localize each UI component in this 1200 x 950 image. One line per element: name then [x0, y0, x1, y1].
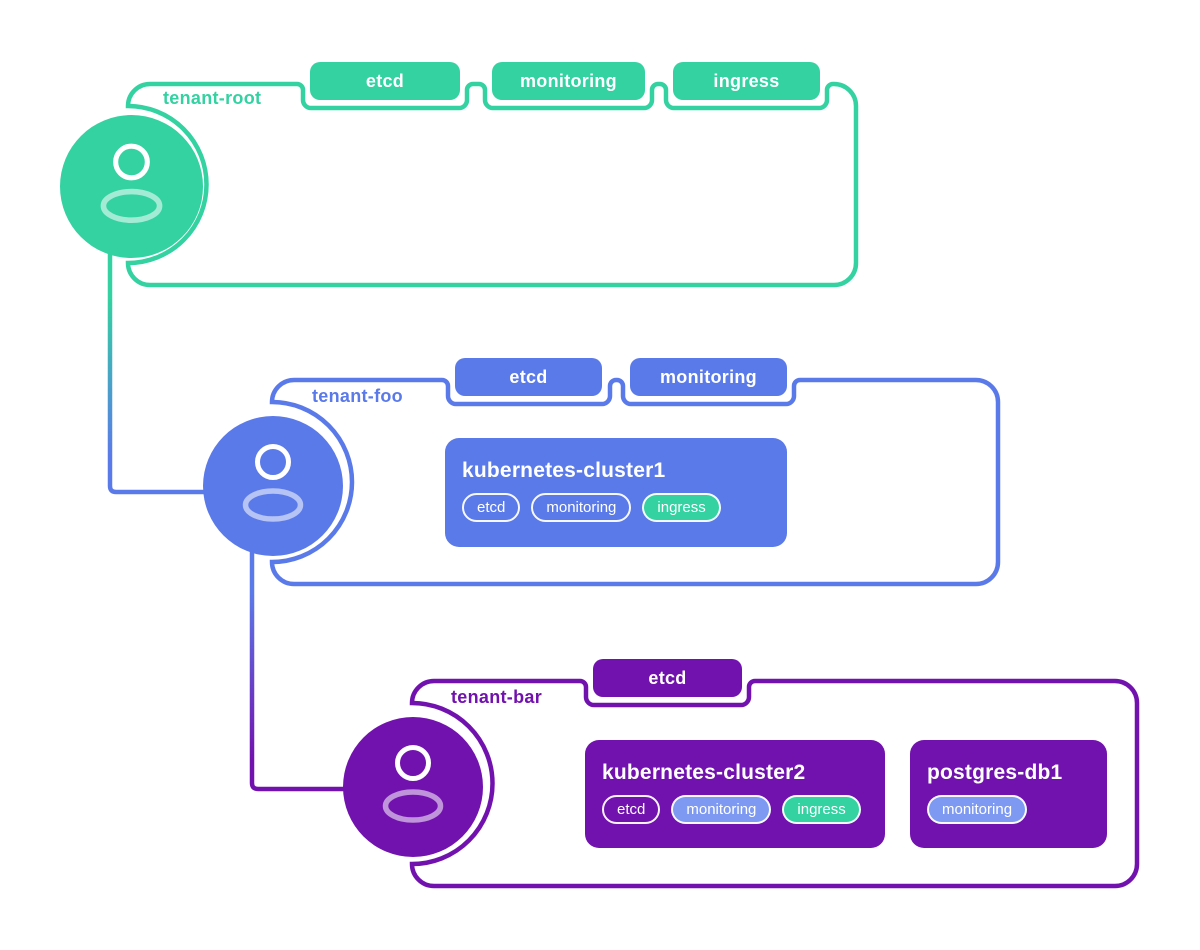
resource-card-title: kubernetes-cluster1 — [462, 459, 666, 482]
tenant-root-tag-etcd: etcd — [310, 62, 460, 100]
pill-ingress: ingress — [782, 795, 861, 824]
user-icon — [242, 444, 304, 522]
user-icon — [382, 745, 444, 823]
tenant-bar-avatar — [343, 717, 483, 857]
tenant-foo-tag-monitoring: monitoring — [630, 358, 787, 396]
tenant-bar-tag-etcd: etcd — [593, 659, 742, 697]
tenant-bar-outline — [409, 678, 1140, 889]
user-icon — [100, 143, 163, 224]
pill-ingress: ingress — [642, 493, 721, 522]
tenant-root-tag-monitoring: monitoring — [492, 62, 645, 100]
tenant-root-tag-ingress: ingress — [673, 62, 820, 100]
resource-card-title: postgres-db1 — [927, 761, 1063, 784]
tenant-foo-outline — [269, 377, 1001, 587]
tenant-foo-tag-etcd: etcd — [455, 358, 602, 396]
pill-etcd: etcd — [462, 493, 521, 522]
pill-monitoring: monitoring — [671, 795, 772, 824]
resource-card-title: kubernetes-cluster2 — [602, 761, 806, 784]
resource-pill-row: etcd monitoring ingress — [462, 493, 787, 522]
tenant-root-label: tenant-root — [163, 88, 262, 108]
resource-card-kubernetes-cluster2: kubernetes-cluster2 etcd monitoring ingr… — [585, 740, 885, 848]
connector-root-to-foo — [107, 250, 207, 495]
tenant-root-avatar — [60, 115, 203, 258]
tenant-bar-label: tenant-bar — [451, 687, 543, 707]
connector-foo-to-bar — [249, 546, 347, 792]
resource-card-kubernetes-cluster1: kubernetes-cluster1 etcd monitoring ingr… — [445, 438, 787, 547]
resource-pill-row: monitoring — [927, 795, 1107, 824]
resource-card-postgres-db1: postgres-db1 monitoring — [910, 740, 1107, 848]
tenant-foo-avatar — [203, 416, 343, 556]
resource-pill-row: etcd monitoring ingress — [602, 795, 885, 824]
pill-etcd: etcd — [602, 795, 661, 824]
pill-monitoring: monitoring — [927, 795, 1028, 824]
tenant-root-outline — [125, 81, 859, 288]
tenant-foo-label: tenant-foo — [312, 386, 403, 406]
pill-monitoring: monitoring — [531, 493, 632, 522]
